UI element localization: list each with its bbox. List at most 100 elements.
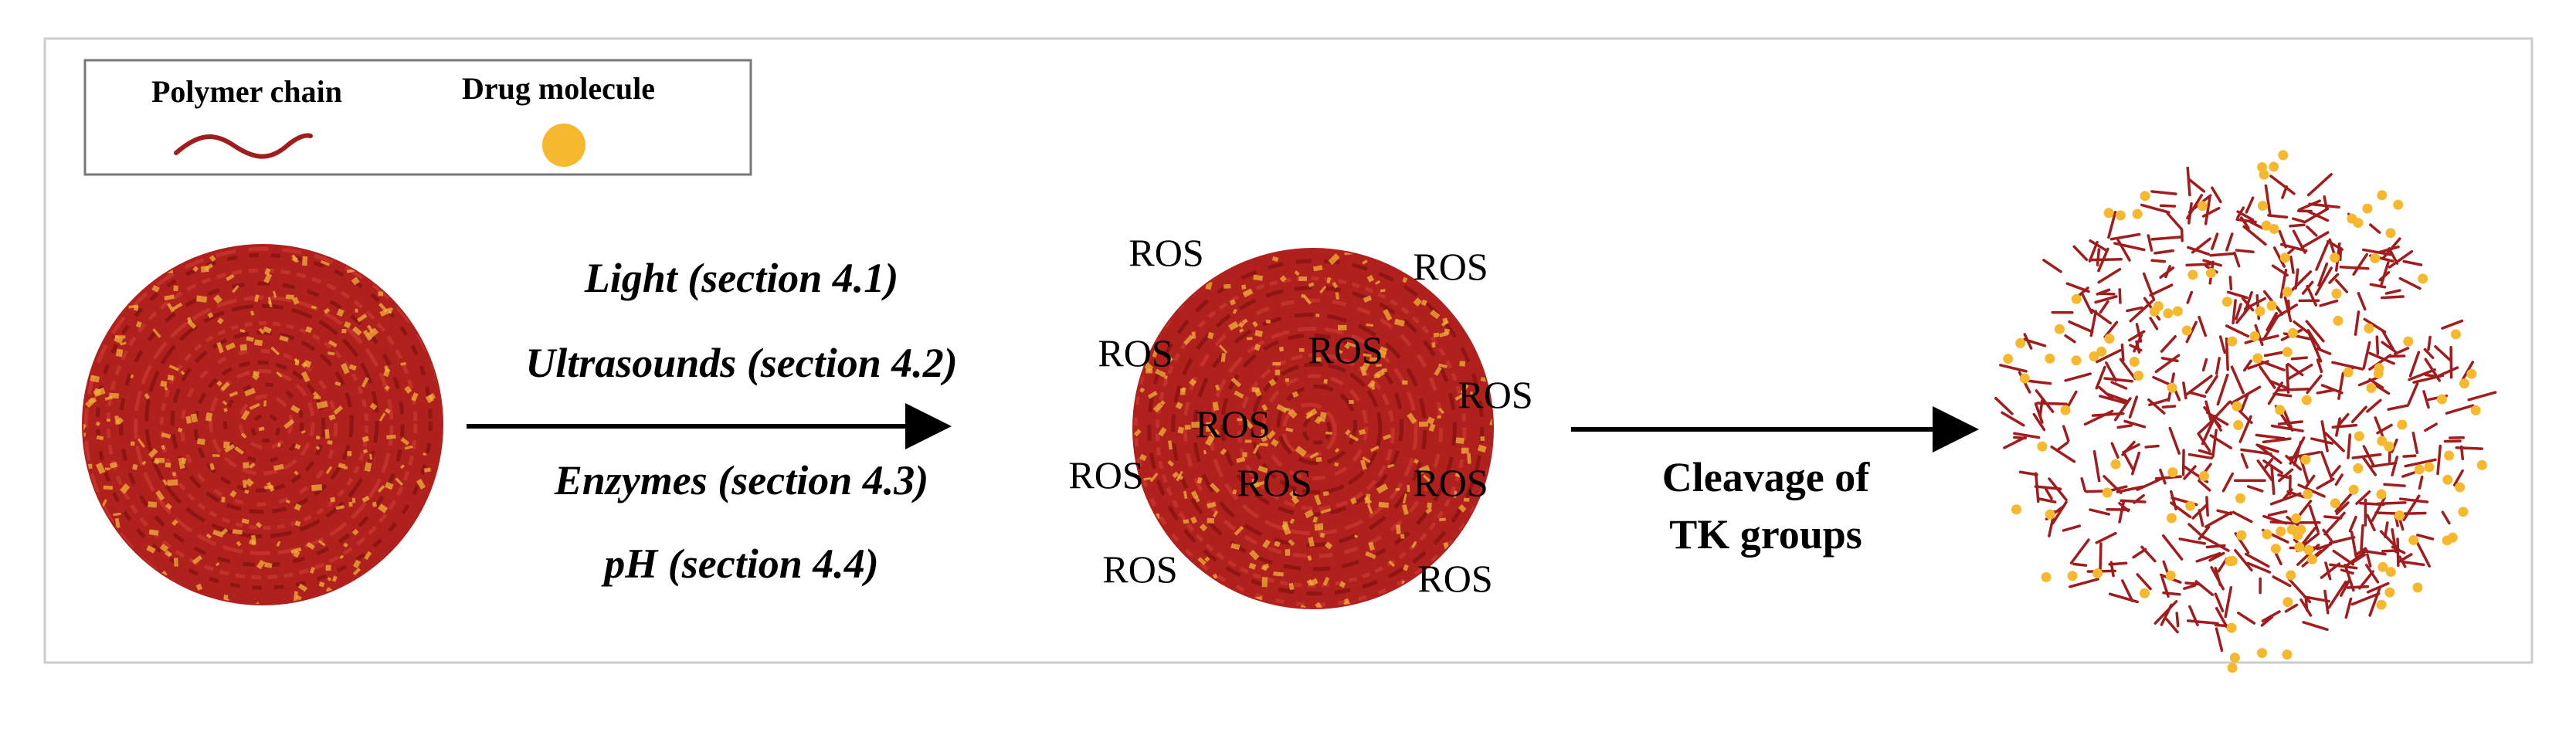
released-drug-molecule xyxy=(2269,224,2279,234)
released-drug-molecule xyxy=(2116,210,2126,220)
drug-molecule-icon xyxy=(542,124,585,167)
released-drug-molecule xyxy=(2228,663,2238,673)
released-drug-molecule xyxy=(2252,353,2262,363)
released-drug-molecule xyxy=(2055,324,2065,334)
released-drug-molecule xyxy=(2167,383,2177,393)
released-drug-molecule xyxy=(2173,307,2183,317)
released-drug-molecule xyxy=(2020,374,2030,384)
released-drug-molecule xyxy=(2232,402,2242,412)
released-drug-molecule xyxy=(2384,588,2394,598)
polymer-fragment xyxy=(2384,484,2405,486)
released-drug-molecule xyxy=(2280,253,2290,263)
released-drug-molecule xyxy=(2061,405,2071,415)
polymer-fragment xyxy=(2152,260,2164,261)
released-drug-molecule xyxy=(2282,286,2293,297)
released-drug-molecule xyxy=(2278,150,2288,160)
released-drug-molecule xyxy=(2233,420,2243,430)
legend-polymer-label: Polymer chain xyxy=(151,74,342,109)
released-drug-molecule xyxy=(2182,326,2192,336)
released-drug-molecule xyxy=(2227,623,2237,633)
released-drug-molecule xyxy=(2397,419,2407,429)
polymer-fragment xyxy=(2014,437,2025,438)
released-drug-molecule xyxy=(2104,208,2114,218)
polymer-fragment xyxy=(2347,587,2367,588)
stimulus-enzymes: Enzymes (section 4.3) xyxy=(554,457,928,503)
released-drug-molecule xyxy=(2330,253,2340,263)
released-drug-molecule xyxy=(2370,253,2380,263)
released-drug-molecule xyxy=(2206,268,2216,278)
polymer-fragment xyxy=(2091,259,2122,260)
polymer-fragment xyxy=(2340,267,2367,269)
released-drug-molecule xyxy=(2374,363,2384,373)
released-drug-molecule xyxy=(2104,334,2114,344)
polymer-fragment xyxy=(2163,406,2174,407)
released-drug-molecule xyxy=(2302,395,2312,405)
ros-label: ROS xyxy=(1413,461,1488,504)
ros-label: ROS xyxy=(1413,245,1488,288)
released-drug-molecule xyxy=(2068,571,2078,581)
released-drug-molecule xyxy=(2258,201,2268,211)
released-drug-molecule xyxy=(2282,347,2293,357)
released-drug-molecule xyxy=(2477,460,2487,470)
polymer-fragment xyxy=(2428,337,2430,350)
released-drug-molecule xyxy=(2458,507,2468,517)
released-drug-molecule xyxy=(2331,289,2341,299)
ros-label: ROS xyxy=(1458,373,1532,416)
released-drug-molecule xyxy=(2198,201,2208,211)
released-drug-molecule xyxy=(2133,371,2143,381)
released-drug-molecule xyxy=(2362,204,2372,214)
ros-label: ROS xyxy=(1102,547,1177,591)
released-drug-molecule xyxy=(2227,337,2237,347)
polymer-fragment xyxy=(2161,205,2175,206)
released-drug-molecule xyxy=(2111,459,2121,470)
released-drug-molecule xyxy=(2288,328,2298,338)
released-drug-molecule xyxy=(2163,308,2173,318)
polymer-fragment xyxy=(2207,497,2208,515)
polymer-fragment xyxy=(2360,503,2384,505)
released-drug-molecule xyxy=(2344,368,2354,378)
released-drug-molecule xyxy=(2092,568,2103,578)
released-drug-molecule xyxy=(2187,269,2198,280)
released-drug-molecule xyxy=(2236,531,2246,541)
released-drug-molecule xyxy=(2442,475,2452,485)
released-drug-molecule xyxy=(2185,501,2195,511)
released-drug-molecule xyxy=(2394,510,2405,520)
released-drug-molecule xyxy=(2275,405,2285,415)
released-drug-molecule xyxy=(2222,297,2232,307)
polymer-fragment xyxy=(2074,564,2086,565)
polymer-fragment xyxy=(2098,249,2099,265)
released-drug-molecule xyxy=(2347,214,2357,224)
released-drug-molecule xyxy=(2266,300,2276,310)
released-drug-molecule xyxy=(2130,357,2140,367)
released-drug-molecule xyxy=(2377,190,2387,200)
ros-label: ROS xyxy=(1417,557,1492,600)
released-drug-molecule xyxy=(2072,294,2082,304)
stimulus-light: Light (section 4.1) xyxy=(584,255,898,301)
released-drug-molecule xyxy=(2038,442,2048,452)
released-drug-molecule xyxy=(2459,378,2469,388)
polymer-fragment xyxy=(2177,613,2178,626)
released-drug-molecule xyxy=(2408,535,2418,545)
polymer-fragment xyxy=(2382,297,2403,298)
released-drug-molecule xyxy=(2300,455,2310,465)
released-drug-molecule xyxy=(2451,329,2461,339)
released-drug-molecule xyxy=(2377,436,2387,446)
released-drug-molecule xyxy=(2228,556,2238,566)
released-drug-molecule xyxy=(2304,545,2314,555)
released-drug-molecule xyxy=(2133,209,2143,219)
polymer-fragment xyxy=(2462,447,2463,459)
released-drug-molecule xyxy=(2294,542,2304,552)
released-drug-molecule xyxy=(2466,369,2476,379)
released-drug-molecule xyxy=(2393,200,2403,210)
released-drug-molecule xyxy=(2235,493,2245,503)
polymer-fragment xyxy=(2122,345,2123,361)
released-drug-molecule xyxy=(2166,571,2176,581)
released-drug-molecule xyxy=(2282,649,2292,659)
released-drug-molecule xyxy=(2250,331,2260,341)
released-drug-molecule xyxy=(2442,535,2452,545)
released-drug-molecule xyxy=(2415,464,2425,474)
polymer-fragment xyxy=(2230,277,2231,289)
released-drug-molecule xyxy=(2330,498,2340,508)
released-drug-molecule xyxy=(2471,405,2481,415)
